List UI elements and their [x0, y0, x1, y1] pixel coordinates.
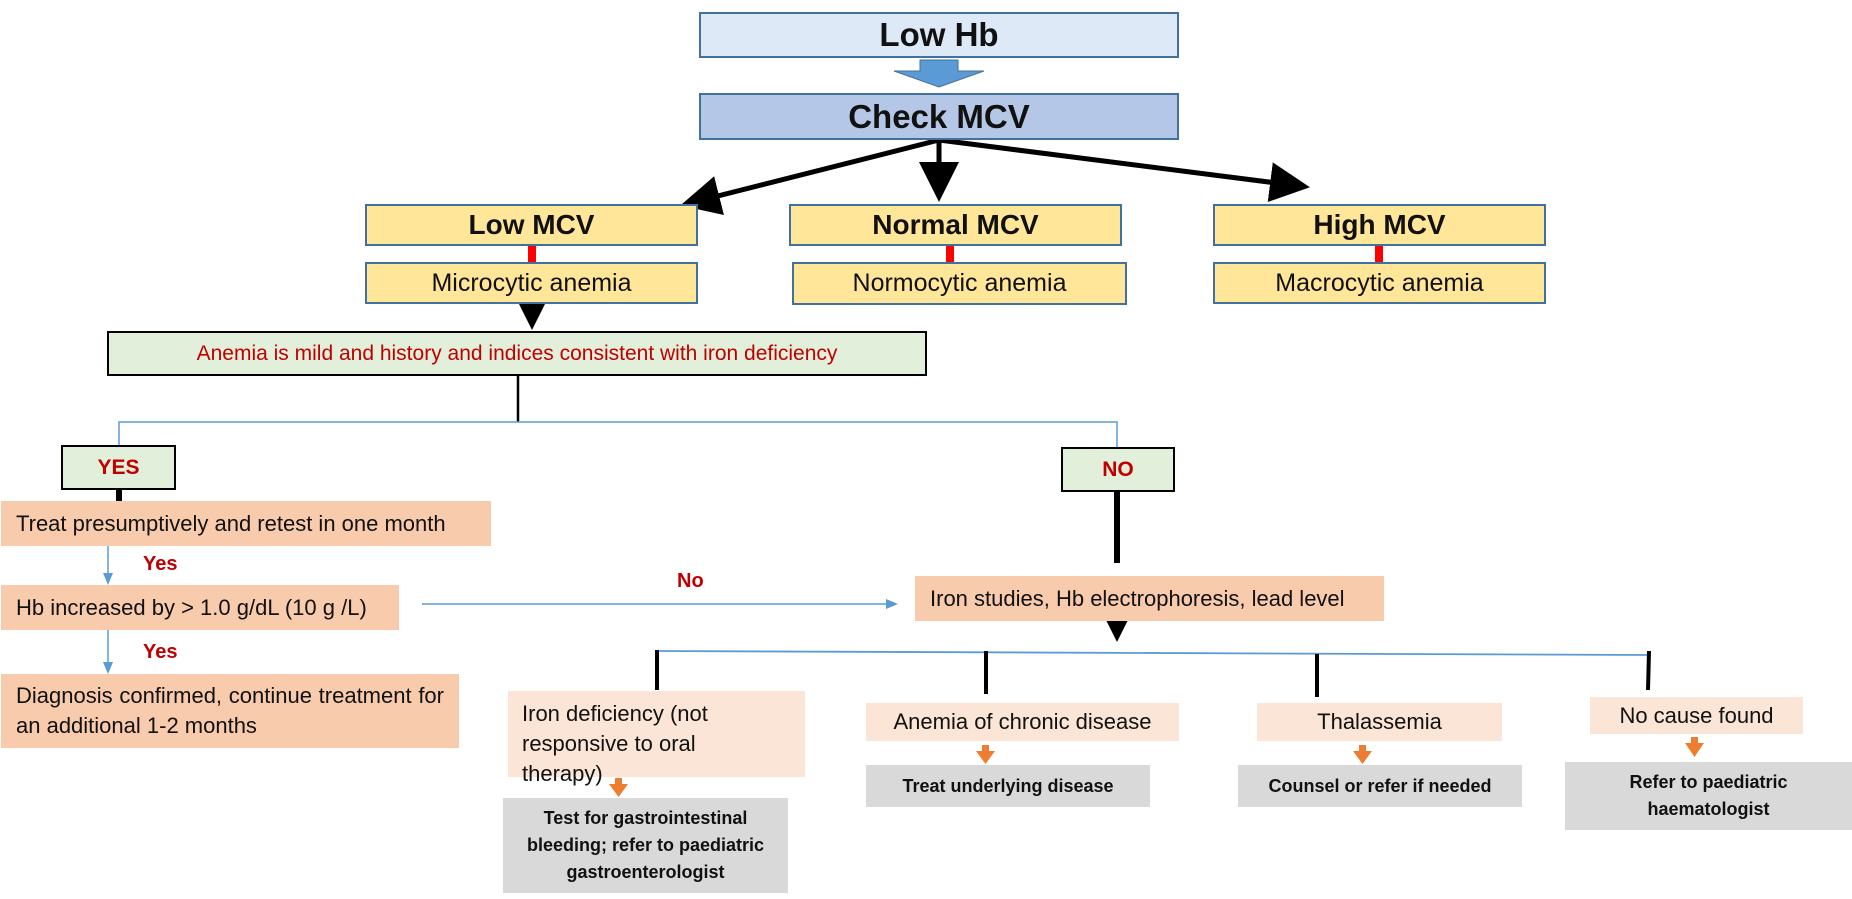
orange-arrow-1 [609, 778, 628, 797]
yes-no-split [118, 421, 1118, 447]
outcome-split [656, 650, 1650, 656]
microcytic-box: Microcytic anemia [365, 262, 698, 304]
diagnosis-confirmed-box: Diagnosis confirmed, continue treatment … [1, 674, 459, 748]
yes-label-2: Yes [143, 641, 178, 663]
outcome-iron-deficiency-text: Iron deficiency (not responsive to oral … [522, 701, 708, 786]
no-label-link: No [677, 570, 704, 592]
low-mcv-box: Low MCV [365, 204, 698, 246]
orange-arrow-4 [1685, 737, 1704, 757]
yes-box: YES [61, 445, 176, 490]
outcome-chronic-disease: Anemia of chronic disease [866, 703, 1179, 741]
orange-arrow-2 [976, 745, 995, 764]
check-mcv-box: Check MCV [699, 93, 1179, 140]
red-marker-high [1375, 246, 1383, 262]
high-mcv-box: High MCV [1213, 204, 1546, 246]
arrow-to-high-mcv [938, 137, 1310, 203]
outcome-tick-4 [1646, 650, 1651, 691]
diagnosis-confirmed-text: Diagnosis confirmed, continue treatment … [16, 683, 444, 738]
normal-mcv-box: Normal MCV [789, 204, 1122, 246]
no-box: NO [1061, 447, 1175, 492]
arrow-to-low-mcv [680, 137, 940, 216]
question-box: Anemia is mild and history and indices c… [107, 331, 927, 376]
iron-studies-box: Iron studies, Hb electrophoresis, lead l… [915, 576, 1384, 621]
normocytic-box: Normocytic anemia [792, 262, 1127, 305]
outcome-no-cause: No cause found [1590, 697, 1803, 734]
block-arrow-down [893, 59, 985, 88]
hb-increase-box: Hb increased by > 1.0 g/dL (10 g /L) [1, 585, 399, 630]
outcome-thalassemia: Thalassemia [1257, 703, 1502, 741]
action-refer-haematologist: Refer to paediatric haematologist [1565, 762, 1852, 830]
red-marker-normal [946, 246, 954, 262]
yes-label-1: Yes [143, 553, 178, 575]
orange-arrow-3 [1353, 745, 1372, 764]
action-treat-underlying: Treat underlying disease [866, 765, 1150, 807]
low-hb-box: Low Hb [699, 12, 1179, 58]
macrocytic-box: Macrocytic anemia [1213, 262, 1546, 304]
treat-presumptively-box: Treat presumptively and retest in one mo… [1, 501, 491, 546]
action-gi-bleeding: Test for gastrointestinal bleeding; refe… [503, 798, 788, 893]
outcome-iron-deficiency: Iron deficiency (not responsive to oral … [508, 691, 805, 786]
red-marker-low [528, 246, 536, 262]
action-counsel-refer: Counsel or refer if needed [1238, 765, 1522, 807]
